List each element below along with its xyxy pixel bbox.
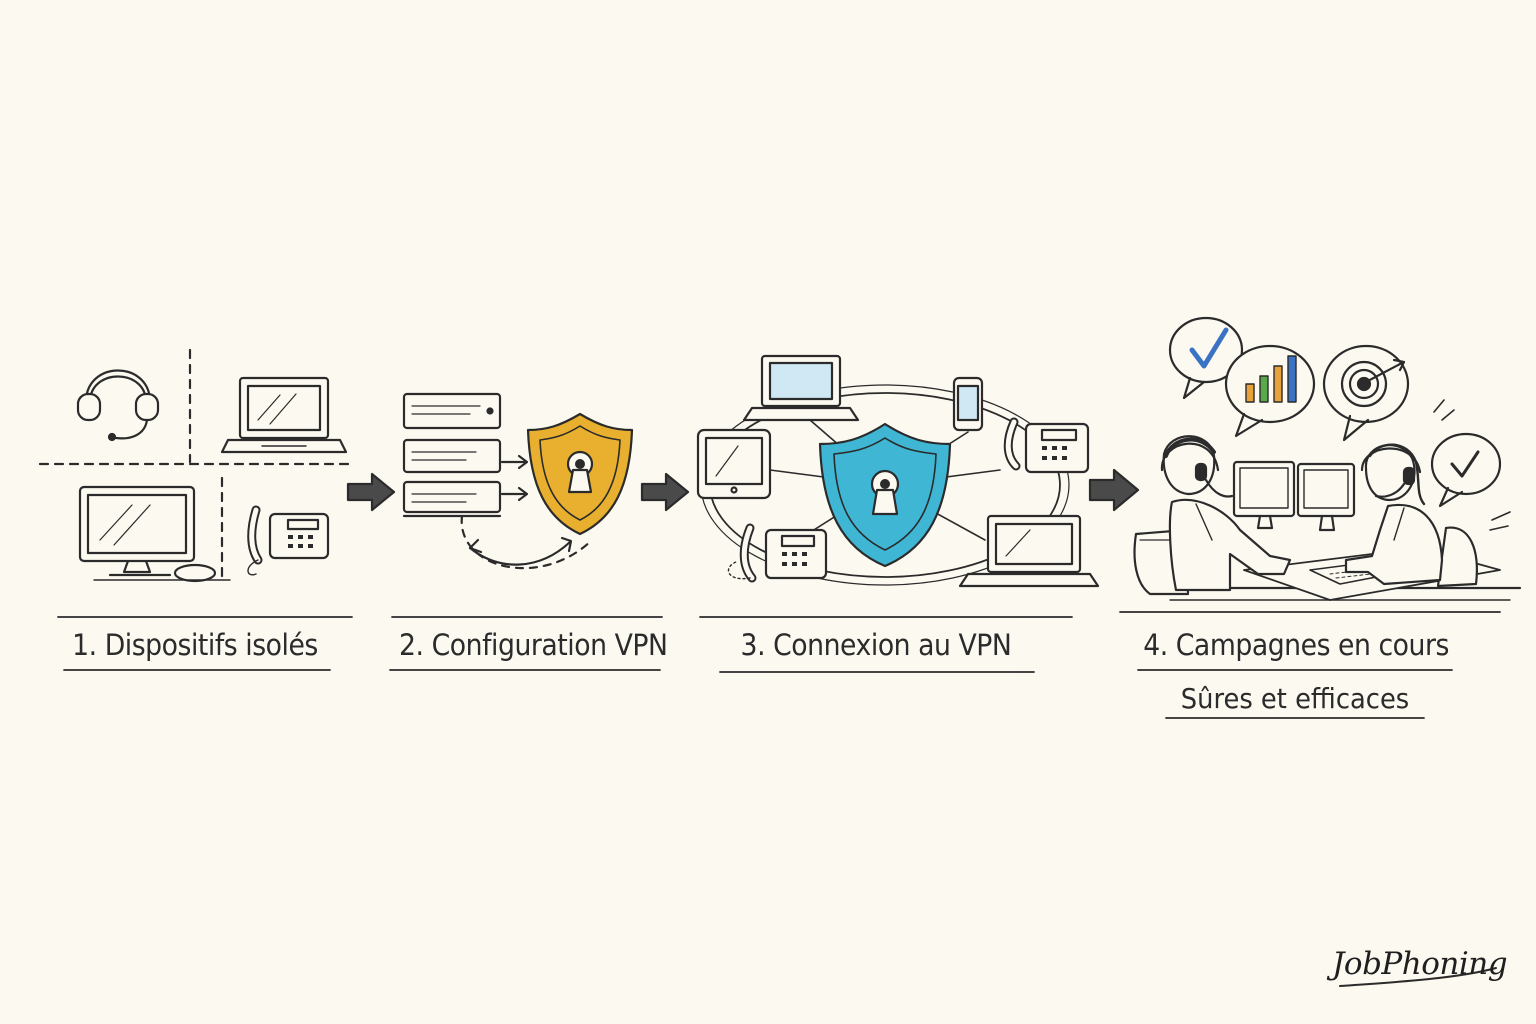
label-underlines bbox=[57, 611, 1501, 987]
tablet-icon bbox=[696, 428, 772, 500]
monitor-icon bbox=[1232, 460, 1356, 532]
step-2-config bbox=[402, 392, 634, 570]
shield-lock-icon bbox=[818, 422, 952, 568]
smartphone-icon bbox=[952, 376, 984, 432]
laptop-icon bbox=[958, 514, 1100, 588]
desk-phone-icon bbox=[247, 505, 330, 576]
desktop-icon bbox=[78, 485, 231, 583]
laptop-icon bbox=[742, 354, 860, 422]
agent-icon bbox=[1133, 435, 1292, 596]
bar-chart-bubble-icon bbox=[1224, 344, 1316, 438]
target-bubble-icon bbox=[1322, 344, 1410, 442]
step-3-network bbox=[696, 354, 1100, 588]
headset-icon bbox=[76, 369, 160, 442]
step-1-label: 1. Dispositifs isolés bbox=[72, 628, 318, 662]
agent-icon bbox=[1344, 443, 1478, 588]
step-4-campaigns bbox=[1133, 316, 1522, 601]
checkmark-bubble-icon bbox=[1430, 432, 1502, 508]
laptop-icon bbox=[220, 376, 348, 454]
brand-logo: JobPhoning bbox=[1332, 946, 1508, 982]
server-rack-icon bbox=[402, 392, 502, 518]
step-1-devices bbox=[38, 348, 357, 583]
arrow-2-icon bbox=[640, 472, 690, 512]
checkmark-bubble-icon bbox=[1168, 316, 1244, 400]
step-4-sublabel: Sûres et efficaces bbox=[1180, 682, 1410, 715]
step-2-label: 2. Configuration VPN bbox=[399, 628, 668, 662]
step-3-label: 3. Connexion au VPN bbox=[740, 628, 1012, 662]
arrow-3-icon bbox=[1088, 468, 1140, 512]
step-4-label: 4. Campagnes en cours bbox=[1143, 628, 1449, 662]
arrow-1-icon bbox=[346, 472, 396, 512]
shield-lock-icon bbox=[526, 412, 634, 536]
desk-phone-icon bbox=[727, 523, 828, 583]
desk-phone-icon bbox=[1003, 417, 1090, 474]
